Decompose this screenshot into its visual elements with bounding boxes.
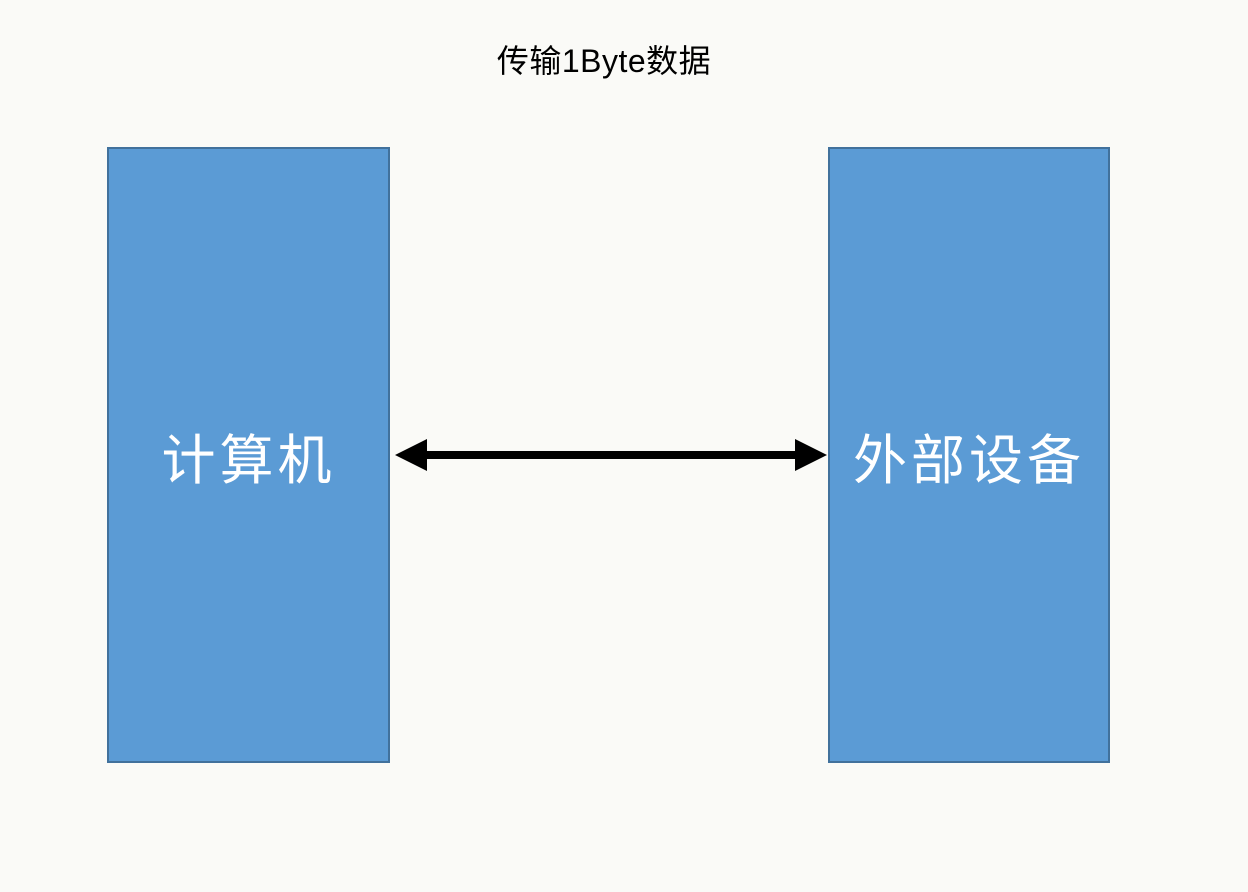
computer-box: 计算机 bbox=[107, 147, 390, 763]
external-device-box-label: 外部设备 bbox=[853, 430, 1085, 491]
computer-box-label: 计算机 bbox=[161, 430, 336, 491]
diagram-title: 传输1Byte数据 bbox=[496, 43, 712, 79]
bidirectional-arrow-icon bbox=[395, 439, 827, 471]
external-device-box: 外部设备 bbox=[828, 147, 1110, 763]
bidirectional-arrow bbox=[393, 433, 829, 477]
